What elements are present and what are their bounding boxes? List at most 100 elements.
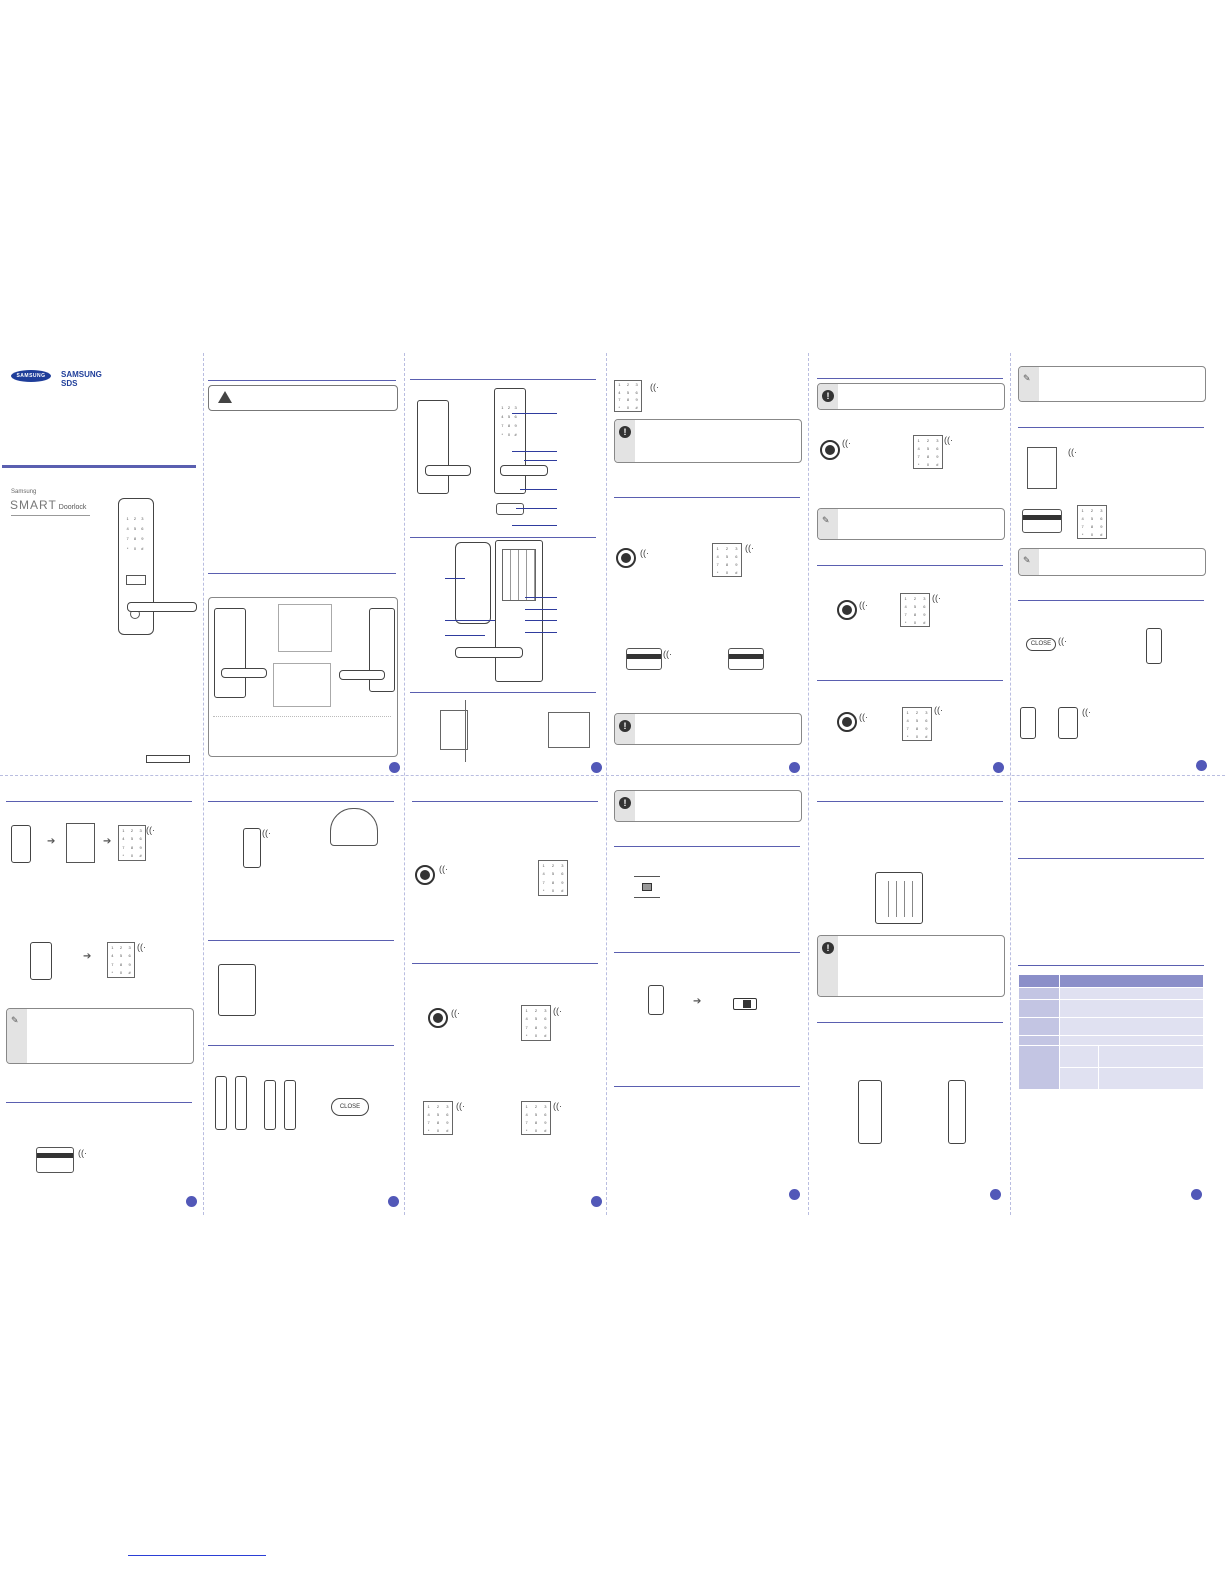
speaker-icon: ((· (932, 593, 941, 603)
cover-card-reader (126, 575, 146, 585)
toggle-switch-icon (733, 998, 757, 1010)
keypad-key: 7 (917, 453, 920, 459)
outside-handle-image (425, 465, 471, 476)
keypad-key: 8 (507, 423, 511, 428)
callout-line (525, 632, 557, 633)
inside-cover-image (455, 542, 491, 624)
keypad-key: 7 (906, 725, 909, 731)
keypad-key: * (618, 404, 621, 410)
lock-with-hand-image (243, 828, 261, 868)
keypad-key: 4 (917, 445, 920, 451)
section-rule (614, 1086, 800, 1087)
keypad-key: 1 (111, 944, 114, 950)
keypad-key: 8 (926, 453, 930, 459)
outdoor-handle-image (221, 668, 267, 678)
keypad-key: 9 (735, 561, 738, 567)
warning-box (208, 385, 398, 411)
register-button-icon (415, 865, 435, 885)
spec-table (1018, 974, 1204, 1090)
keypad-key: 8 (534, 1119, 538, 1125)
speaker-icon: ((· (859, 600, 868, 610)
arrow-icon: ➔ (83, 951, 92, 962)
page-number-dot (789, 762, 800, 773)
memo-icon: ✎ (822, 515, 830, 525)
keypad-key: 3 (544, 1103, 547, 1109)
keypad-key: # (544, 1127, 547, 1133)
keypad-key: 4 (122, 836, 125, 842)
inside-handle-image (455, 647, 523, 658)
keypad-key: 6 (139, 836, 142, 842)
title-underline (11, 515, 90, 516)
callout-line (516, 508, 557, 509)
section-rule (208, 940, 394, 941)
section-rule (817, 1022, 1003, 1023)
speaker-icon: ((· (650, 382, 659, 392)
keypad-key: * (126, 545, 129, 551)
keypad-key: 0 (913, 619, 917, 625)
parts-image (273, 663, 331, 707)
speaker-icon: ((· (842, 438, 851, 448)
exclamation-icon: ! (822, 942, 834, 954)
keypad-key: * (122, 853, 125, 859)
keypad-key: 6 (544, 1111, 547, 1117)
model-label-box (146, 755, 190, 763)
callout-line (445, 578, 465, 579)
keypad-key: 6 (925, 717, 928, 723)
lock-sequence-image (264, 1080, 276, 1130)
keypad-key: 5 (534, 1016, 538, 1022)
table-header-cell (1018, 974, 1060, 988)
arrow-icon: ➔ (47, 836, 56, 847)
keypad-key: 0 (926, 461, 930, 467)
keypad-key: 2 (626, 382, 630, 388)
warning-triangle-icon (218, 391, 232, 403)
note-box: ! (614, 419, 802, 463)
keypad-key: 0 (1090, 531, 1094, 537)
panel-divider (808, 353, 809, 1215)
row-divider (0, 775, 1225, 776)
keypad-key: * (716, 569, 719, 575)
page-number-dot (186, 1196, 197, 1207)
keypad-key: 1 (618, 382, 621, 388)
keypad-key: 5 (551, 871, 555, 877)
callout-line (445, 620, 495, 621)
keypad-key: # (936, 461, 939, 467)
keypad-key: 5 (626, 389, 630, 395)
section-rule (208, 380, 396, 381)
keypad-key: 0 (534, 1033, 538, 1039)
keypad-key: 3 (923, 595, 926, 601)
keypad-key: 8 (913, 611, 917, 617)
callout-line (524, 460, 557, 461)
keypad-key: 2 (130, 827, 134, 833)
section-rule (410, 537, 596, 538)
keypad-key: 6 (1100, 515, 1103, 521)
keypad-key: 6 (544, 1016, 547, 1022)
lock-sequence-image (215, 1076, 227, 1130)
keypad-key: 4 (1081, 515, 1084, 521)
keypad-key: 3 (561, 862, 564, 868)
section-rule (614, 952, 800, 953)
doorlock-handle (127, 602, 197, 612)
note-box: ! (614, 790, 802, 822)
note-box: ! (817, 383, 1005, 410)
keypad-key: 2 (534, 1007, 538, 1013)
section-rule (1018, 965, 1204, 966)
keypad-key: 0 (507, 432, 511, 437)
keypad-key: 1 (904, 595, 907, 601)
keypad-key: 1 (525, 1007, 528, 1013)
keypad-key: 9 (561, 879, 564, 885)
battery-compartment (502, 549, 536, 601)
keypad-key: 3 (735, 545, 738, 551)
page-number-dot (993, 762, 1004, 773)
page-number-dot (591, 762, 602, 773)
card-icon (728, 648, 764, 670)
